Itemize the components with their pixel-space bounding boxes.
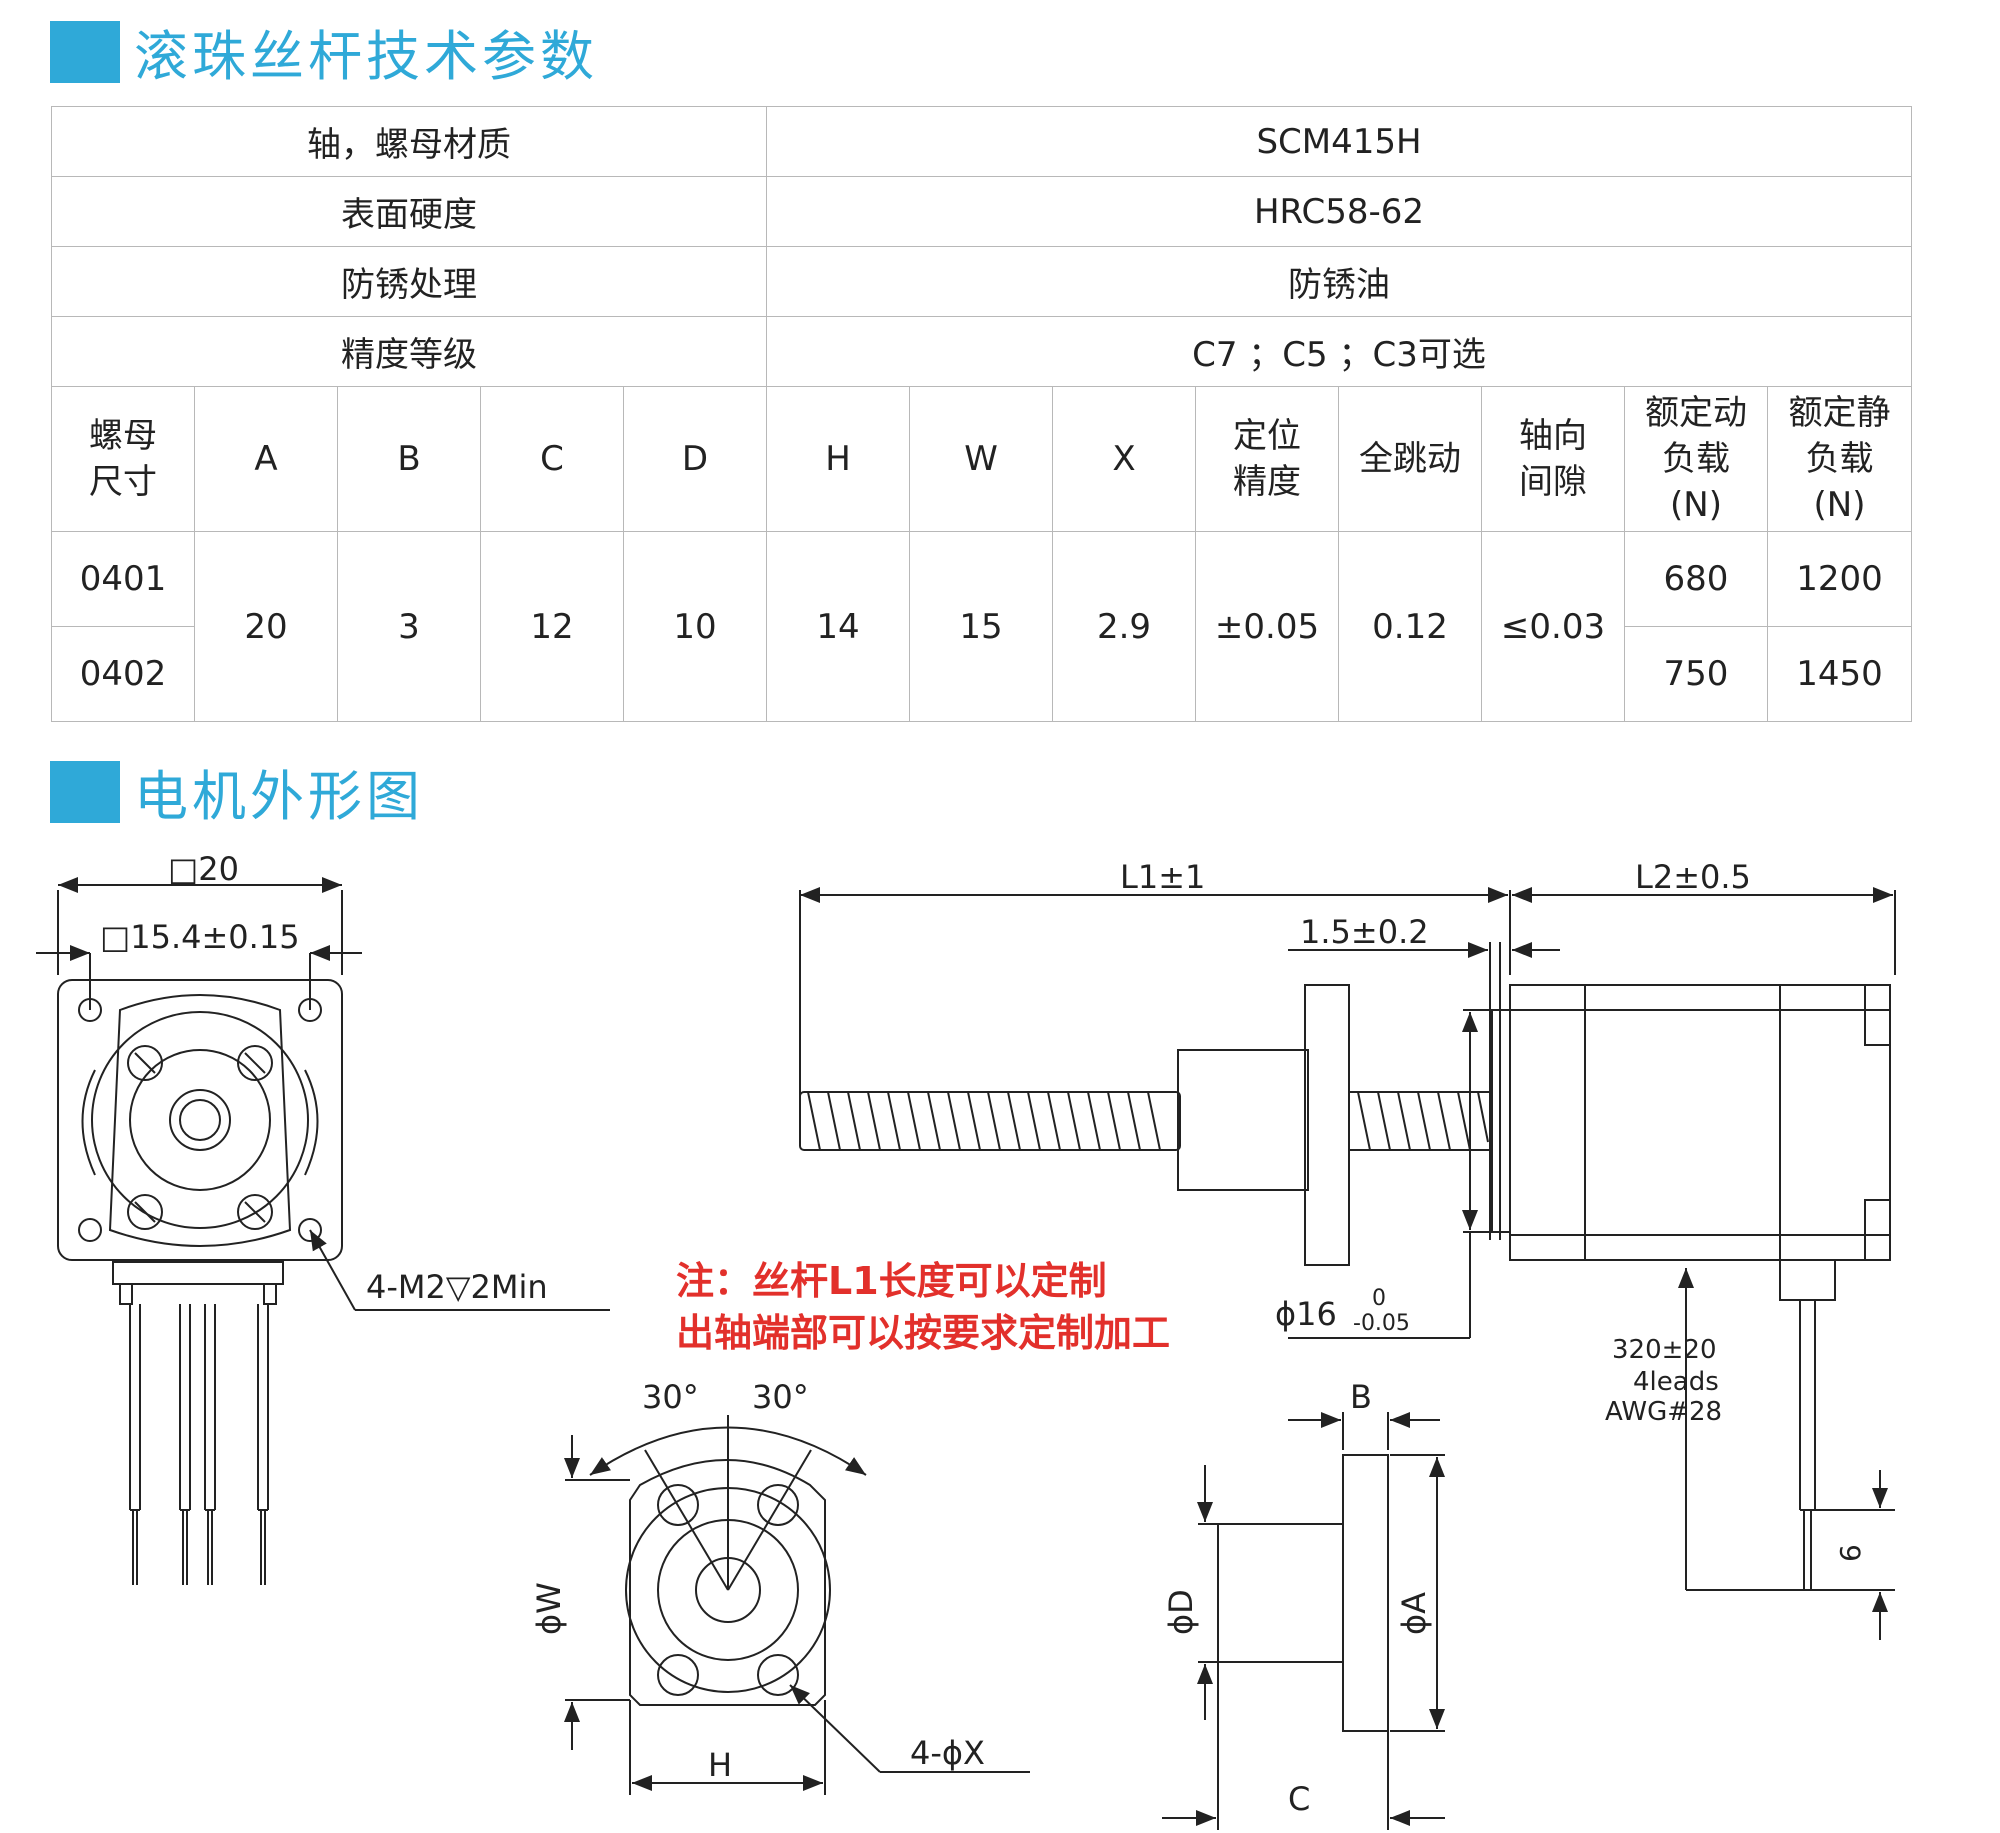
side-view — [799, 887, 1896, 1640]
cell-D: 10 — [623, 531, 767, 722]
table-row: 轴，螺母材质 SCM415H — [51, 106, 1912, 177]
model-cell: 0402 — [51, 626, 195, 722]
col-header: D — [623, 386, 767, 532]
dim-flange-W: ϕW — [530, 1582, 568, 1635]
front-view — [36, 877, 610, 1585]
cell-C: 12 — [480, 531, 624, 722]
dim-side-A: ϕA — [1395, 1592, 1433, 1635]
dim-angle-right: 30° — [752, 1378, 809, 1416]
col-header: W — [909, 386, 1053, 532]
cell-axial: ≤0.03 — [1481, 531, 1625, 722]
col-header: 定位 精度 — [1195, 386, 1339, 532]
dim-square-inner: □15.4±0.15 — [100, 918, 300, 956]
dim-side-D: ϕD — [1162, 1589, 1200, 1635]
cell-stat-load: 1200 — [1767, 531, 1912, 627]
cell-pos: ±0.05 — [1195, 531, 1339, 722]
row-label: 轴，螺母材质 — [51, 106, 767, 177]
cell-W: 15 — [909, 531, 1053, 722]
col-header: A — [194, 386, 338, 532]
dim-leads: 4leads — [1633, 1367, 1719, 1397]
dim-side-B: B — [1350, 1378, 1372, 1416]
model-cell: 0401 — [51, 531, 195, 627]
dim-lead-length: 320±20 — [1612, 1335, 1717, 1365]
spec-table: 轴，螺母材质 SCM415H 表面硬度 HRC58-62 防锈处理 防锈油 精度… — [51, 106, 1912, 722]
cell-X: 2.9 — [1052, 531, 1196, 722]
section-title-params: 滚珠丝杆技术参数 — [134, 25, 598, 88]
section-header-params: 滚珠丝杆技术参数 — [50, 12, 598, 91]
row-label: 精度等级 — [51, 316, 767, 387]
dim-L2: L2±0.5 — [1635, 858, 1751, 896]
flange-side-view — [1162, 1412, 1445, 1830]
dim-square-outer: □20 — [168, 850, 239, 888]
dim-flange-H: H — [708, 1746, 732, 1784]
cell-A: 20 — [194, 531, 338, 722]
flange-front-view — [564, 1415, 1030, 1795]
customization-note: 注：丝杆L1长度可以定制 出轴端部可以按要求定制加工 — [676, 1255, 1170, 1359]
note-line-2: 出轴端部可以按要求定制加工 — [676, 1311, 1171, 1355]
dim-side-C: C — [1288, 1780, 1310, 1818]
note-line-1: 注：丝杆L1长度可以定制 — [676, 1259, 1107, 1303]
col-header: 螺母 尺寸 — [51, 386, 195, 532]
dim-thread: 4-M2▽2Min — [366, 1268, 548, 1306]
dim-nut-offset: 1.5±0.2 — [1300, 913, 1429, 951]
row-label: 防锈处理 — [51, 246, 767, 317]
table-row: 防锈处理 防锈油 — [51, 246, 1912, 317]
col-header: H — [766, 386, 910, 532]
col-header: 额定静 负载 (N) — [1767, 386, 1912, 532]
col-header: 额定动 负载 (N) — [1624, 386, 1768, 532]
table-header-row: 螺母 尺寸 A B C D H W X 定位 精度 全跳动 轴向 间隙 额定动 … — [51, 386, 1912, 532]
section-marker — [50, 760, 120, 823]
cell-H: 14 — [766, 531, 910, 722]
col-header: B — [337, 386, 481, 532]
dim-strip: 6 — [1834, 1544, 1867, 1562]
dim-L1: L1±1 — [1120, 858, 1205, 896]
col-header: 全跳动 — [1338, 386, 1482, 532]
row-value: SCM415H — [766, 106, 1912, 177]
cell-stat-load: 1450 — [1767, 626, 1912, 722]
cell-dyn-load: 680 — [1624, 531, 1768, 627]
dim-nut-tol-lower: -0.05 — [1353, 1311, 1410, 1336]
dim-holes: 4-ϕX — [910, 1734, 985, 1772]
dim-nut-tol-upper: 0 — [1372, 1286, 1386, 1311]
dim-angle-left: 30° — [642, 1378, 699, 1416]
table-row: 0402 750 1450 — [51, 626, 1912, 722]
row-value: C7 ；C5 ；C3可选 — [766, 316, 1912, 387]
dim-nut-dia: ϕ16 — [1275, 1295, 1337, 1333]
section-title-drawing: 电机外形图 — [134, 765, 424, 828]
dim-awg: AWG#28 — [1605, 1397, 1722, 1427]
section-header-drawing: 电机外形图 — [50, 752, 424, 831]
col-header: X — [1052, 386, 1196, 532]
cell-runout: 0.12 — [1338, 531, 1482, 722]
table-row: 精度等级 C7 ；C5 ；C3可选 — [51, 316, 1912, 387]
section-marker — [50, 20, 120, 83]
col-header: 轴向 间隙 — [1481, 386, 1625, 532]
table-row: 0401 20 3 12 10 14 15 2.9 ±0.05 0.12 ≤0.… — [51, 531, 1912, 722]
row-value: 防锈油 — [766, 246, 1912, 317]
